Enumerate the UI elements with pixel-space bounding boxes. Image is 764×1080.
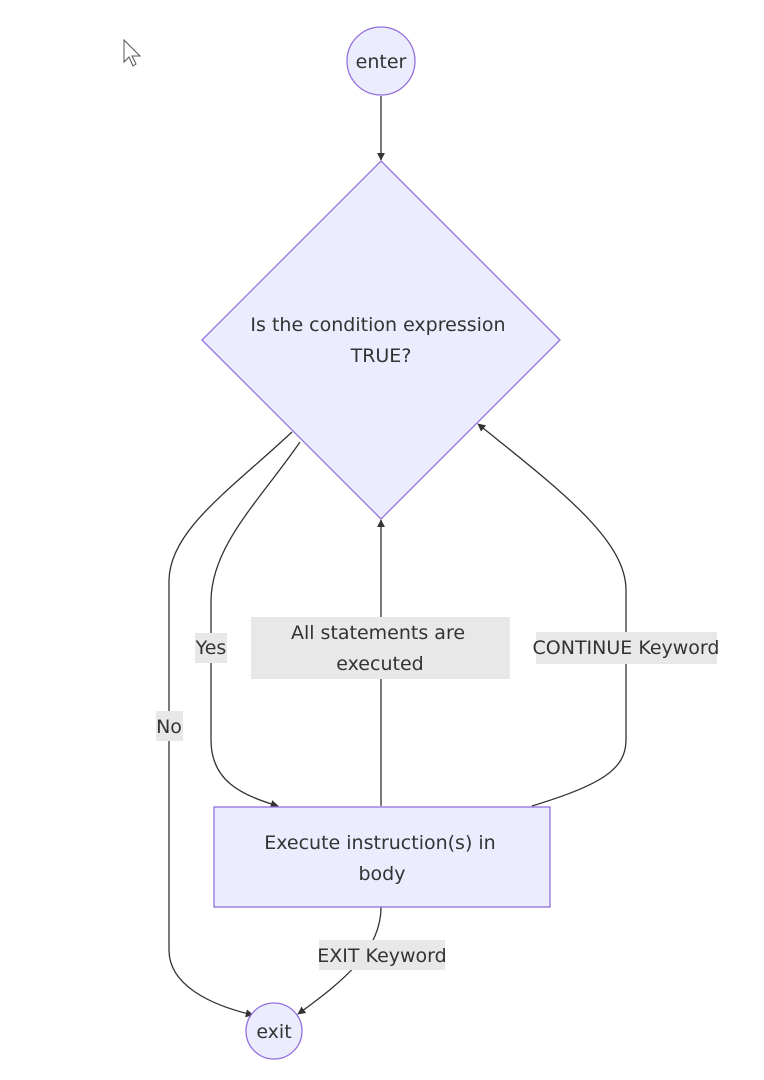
edge-label-exit-keyword-text: EXIT Keyword — [317, 945, 446, 967]
enter-node: enter — [346, 26, 416, 96]
edge-condition-no-to-exit — [168, 431, 293, 1018]
body-node-label-line2: body — [359, 863, 406, 885]
enter-node-label: enter — [356, 51, 407, 73]
edge-label-no: No — [156, 711, 183, 741]
edge-label-continue: CONTINUE Keyword — [533, 632, 720, 664]
edge-label-continue-text: CONTINUE Keyword — [533, 637, 720, 659]
exit-node-label: exit — [256, 1021, 291, 1043]
exit-node: exit — [245, 1002, 303, 1060]
edge-label-all-executed-line2: executed — [336, 653, 423, 675]
edge-label-yes: Yes — [195, 633, 227, 663]
body-node: Execute instruction(s) in body — [213, 806, 551, 908]
edge-label-exit-keyword: EXIT Keyword — [317, 940, 447, 970]
edge-label-all-executed-line1: All statements are — [291, 622, 465, 644]
mouse-cursor-icon — [123, 38, 142, 67]
condition-node-label-line2: TRUE? — [350, 345, 412, 367]
body-node-label-line1: Execute instruction(s) in — [264, 832, 495, 854]
condition-node: Is the condition expression TRUE? — [201, 160, 561, 520]
edge-label-yes-text: Yes — [195, 637, 227, 659]
edge-label-no-text: No — [156, 716, 182, 738]
edge-condition-yes-to-body — [210, 441, 301, 808]
edge-body-to-condition-continue — [477, 423, 627, 807]
edge-label-all-executed: All statements are executed — [251, 617, 510, 679]
condition-node-label-line1: Is the condition expression — [250, 314, 505, 336]
